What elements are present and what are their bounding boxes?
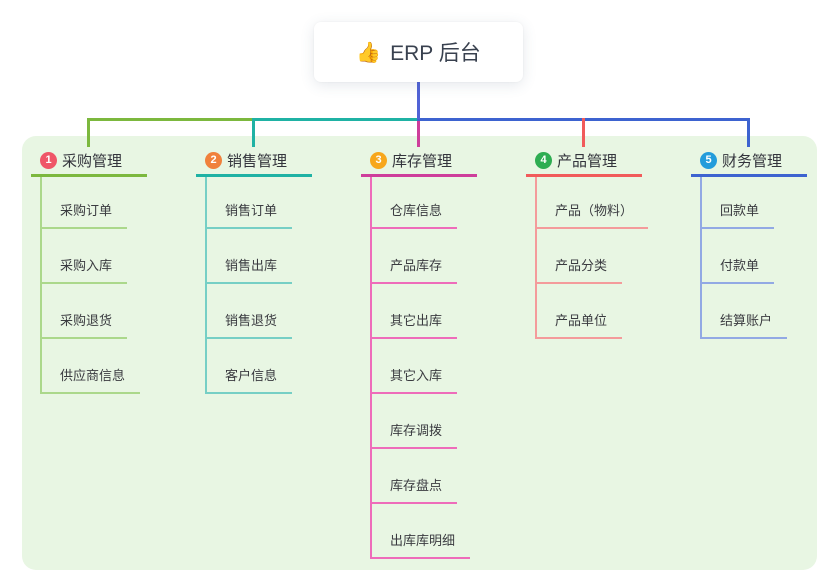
child-node[interactable]: 其它入库 xyxy=(372,339,458,394)
branch-header-1[interactable]: 1 采购管理 xyxy=(31,147,147,177)
child-node[interactable]: 产品库存 xyxy=(372,229,458,284)
branch-1: 1 采购管理采购订单采购入库采购退货供应商信息 xyxy=(31,147,147,394)
child-node[interactable]: 库存盘点 xyxy=(372,449,458,504)
child-node[interactable]: 销售订单 xyxy=(207,177,293,229)
branch-children-list: 采购订单采购入库采购退货供应商信息 xyxy=(40,177,141,394)
connector-horizontal-2 xyxy=(252,118,420,121)
child-node[interactable]: 采购订单 xyxy=(42,177,128,229)
branch-title: 销售管理 xyxy=(227,153,288,170)
branch-title: 采购管理 xyxy=(62,153,123,170)
child-node[interactable]: 客户信息 xyxy=(207,339,293,394)
branch-children-list: 产品（物料）产品分类产品单位 xyxy=(535,177,649,339)
branch-header-4[interactable]: 4 产品管理 xyxy=(526,147,642,177)
connector-drop-4 xyxy=(582,118,585,147)
branch-title: 财务管理 xyxy=(722,153,783,170)
child-node[interactable]: 出库库明细 xyxy=(372,504,471,559)
child-node[interactable]: 库存调拨 xyxy=(372,394,458,449)
child-node[interactable]: 仓库信息 xyxy=(372,177,458,229)
child-node[interactable]: 其它出库 xyxy=(372,284,458,339)
branch-header-3[interactable]: 3 库存管理 xyxy=(361,147,477,177)
branch-4: 4 产品管理产品（物料）产品分类产品单位 xyxy=(526,147,649,339)
connector-root-vertical xyxy=(417,82,420,119)
child-node[interactable]: 结算账户 xyxy=(702,284,788,339)
branch-group-panel xyxy=(22,136,817,570)
branch-children-list: 回款单付款单结算账户 xyxy=(700,177,788,339)
child-node[interactable]: 产品分类 xyxy=(537,229,623,284)
branch-number-badge: 3 xyxy=(370,152,387,169)
branch-3: 3 库存管理仓库信息产品库存其它出库其它入库库存调拨库存盘点出库库明细 xyxy=(361,147,477,559)
branch-header-2[interactable]: 2 销售管理 xyxy=(196,147,312,177)
branch-children-list: 销售订单销售出库销售退货客户信息 xyxy=(205,177,293,394)
child-node[interactable]: 付款单 xyxy=(702,229,775,284)
connector-drop-5 xyxy=(747,118,750,147)
thumbs-up-icon: 👍 xyxy=(356,41,382,64)
root-node-label: ERP 后台 xyxy=(390,42,481,65)
connector-drop-3 xyxy=(417,121,420,147)
connector-drop-1 xyxy=(87,118,90,147)
connector-drop-2 xyxy=(252,118,255,147)
child-node[interactable]: 产品单位 xyxy=(537,284,623,339)
root-node[interactable]: 👍 ERP 后台 xyxy=(314,22,523,82)
branch-title: 库存管理 xyxy=(392,153,453,170)
branch-number-badge: 5 xyxy=(700,152,717,169)
child-node[interactable]: 供应商信息 xyxy=(42,339,141,394)
branch-number-badge: 2 xyxy=(205,152,222,169)
branch-children-list: 仓库信息产品库存其它出库其它入库库存调拨库存盘点出库库明细 xyxy=(370,177,471,559)
child-node[interactable]: 采购退货 xyxy=(42,284,128,339)
child-node[interactable]: 采购入库 xyxy=(42,229,128,284)
child-node[interactable]: 销售出库 xyxy=(207,229,293,284)
connector-horizontal-1 xyxy=(87,118,255,121)
branch-number-badge: 4 xyxy=(535,152,552,169)
branch-number-badge: 1 xyxy=(40,152,57,169)
child-node[interactable]: 回款单 xyxy=(702,177,775,229)
branch-2: 2 销售管理销售订单销售出库销售退货客户信息 xyxy=(196,147,312,394)
child-node[interactable]: 产品（物料） xyxy=(537,177,649,229)
branch-header-5[interactable]: 5 财务管理 xyxy=(691,147,807,177)
branch-5: 5 财务管理回款单付款单结算账户 xyxy=(691,147,807,339)
branch-title: 产品管理 xyxy=(557,153,618,170)
child-node[interactable]: 销售退货 xyxy=(207,284,293,339)
